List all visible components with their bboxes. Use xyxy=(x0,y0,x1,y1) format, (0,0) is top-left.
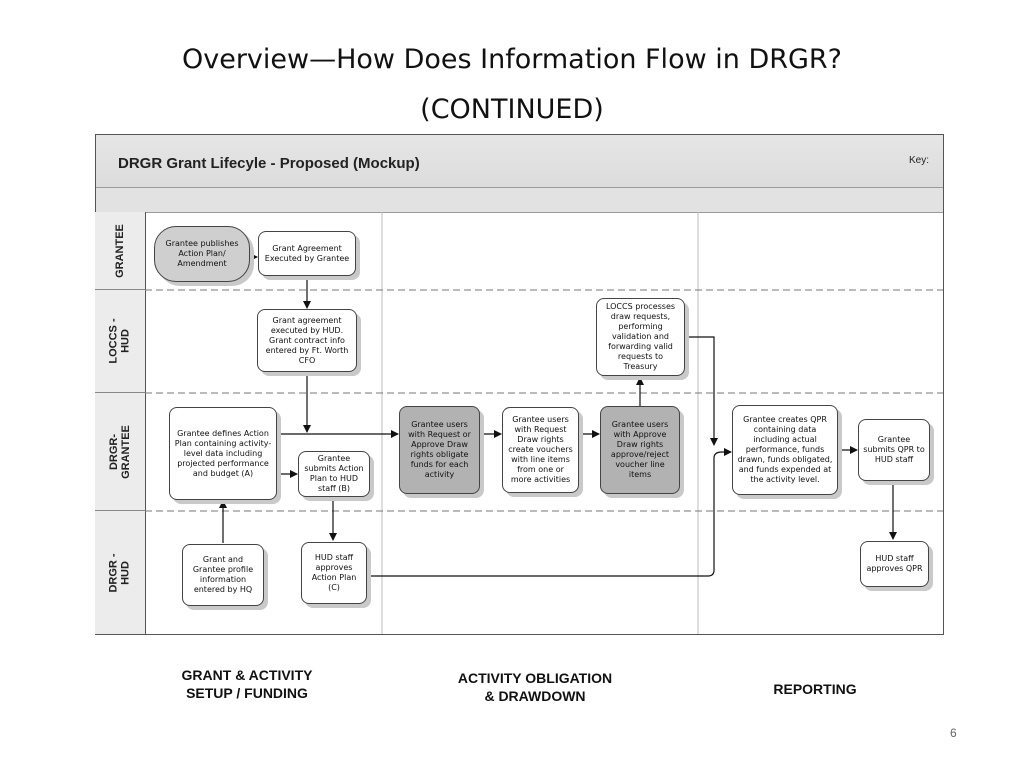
node-grantee-creates-qpr: Grantee creates QPR containing data incl… xyxy=(732,405,838,495)
lifecycle-diagram: DRGR Grant Lifecyle - Proposed (Mockup) … xyxy=(95,134,944,635)
lane-label-grantee: GRANTEE xyxy=(95,212,146,290)
diagram-header: DRGR Grant Lifecyle - Proposed (Mockup) … xyxy=(96,135,943,188)
slide-number: 6 xyxy=(950,726,957,740)
lane-label-drgr-grantee: DRGR- GRANTEE xyxy=(95,393,146,511)
slide-title: Overview—How Does Information Flow in DR… xyxy=(181,44,843,75)
node-grantee-submits-action-plan: Grantee submits Action Plan to HUD staff… xyxy=(298,451,370,497)
slide-subtitle: (CONTINUED) xyxy=(420,94,604,125)
node-grantee-submits-qpr: Grantee submits QPR to HUD staff xyxy=(858,419,930,481)
node-grantee-publishes-action-plan: Grantee publishes Action Plan/ Amendment xyxy=(154,226,250,282)
phase-label-reporting: REPORTING xyxy=(773,681,857,697)
diagram-title: DRGR Grant Lifecyle - Proposed (Mockup) xyxy=(118,155,420,172)
lane-label-drgr-hud: DRGR - HUD xyxy=(95,511,146,634)
node-grantee-defines-action-plan: Grantee defines Action Plan containing a… xyxy=(169,407,277,500)
arrow-n11-n12 xyxy=(685,336,718,446)
arrow-n7-n12 xyxy=(367,448,732,577)
node-hud-approves-action-plan: HUD staff approves Action Plan (C) xyxy=(301,542,367,604)
node-obligate-funds: Grantee users with Request or Approve Dr… xyxy=(399,406,480,494)
node-grant-agreement-executed-by-hud: Grant agreement executed by HUD. Grant c… xyxy=(257,309,357,372)
node-loccs-processes-draw-requests: LOCCS processes draw requests, performin… xyxy=(596,298,685,376)
node-approve-reject-vouchers: Grantee users with Approve Draw rights a… xyxy=(600,406,680,494)
node-hud-approves-qpr: HUD staff approves QPR xyxy=(860,541,929,587)
phase-label-setup-funding: GRANT & ACTIVITY SETUP / FUNDING xyxy=(181,667,313,701)
node-grant-profile-entered-by-hq: Grant and Grantee profile information en… xyxy=(182,544,264,606)
phase-label-obligation-drawdown: ACTIVITY OBLIGATION & DRAWDOWN xyxy=(457,670,613,704)
lane-label-loccs-hud: LOCCS - HUD xyxy=(95,290,146,393)
diagram-subheader xyxy=(96,188,943,213)
key-label: Key: xyxy=(908,155,929,166)
node-grant-agreement-executed-by-grantee: Grant Agreement Executed by Grantee xyxy=(258,231,356,276)
node-create-vouchers: Grantee users with Request Draw rights c… xyxy=(502,407,579,493)
